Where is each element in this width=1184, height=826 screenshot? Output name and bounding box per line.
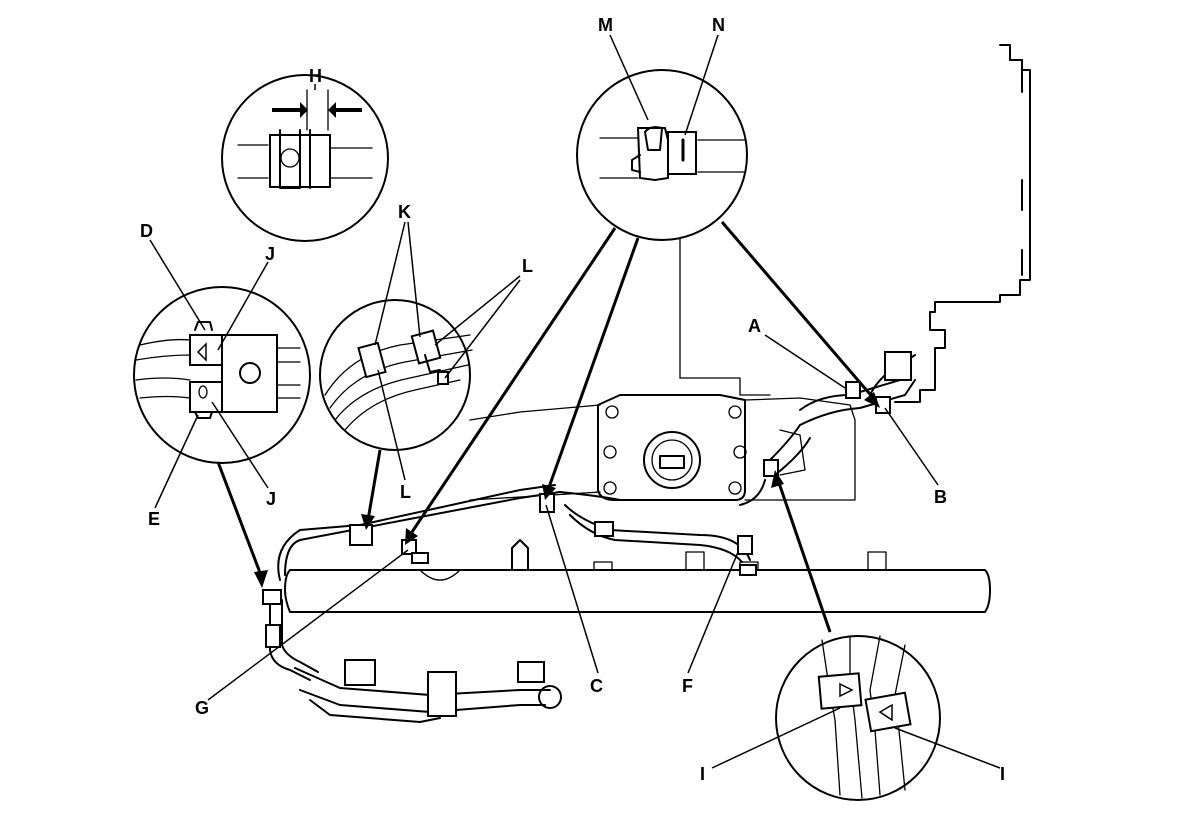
callout-labels: H M N D J E J K L L A B C F G I I: [140, 15, 1005, 784]
label-c: C: [590, 676, 603, 696]
label-m: M: [598, 15, 613, 35]
label-h: H: [309, 66, 322, 86]
label-e: E: [148, 509, 160, 529]
label-b: B: [934, 487, 947, 507]
label-g: G: [195, 698, 209, 718]
label-j-bottom: J: [266, 489, 276, 509]
label-l-top: L: [522, 256, 533, 276]
label-j-top: J: [265, 244, 275, 264]
label-l-bottom: L: [400, 482, 411, 502]
detail-circle-mn: [576, 69, 748, 241]
hose-clip-A: [845, 381, 861, 399]
label-f: F: [682, 676, 693, 696]
engine-outline: [284, 44, 1031, 613]
detail-circle-h: [221, 74, 389, 242]
label-i-right: I: [1000, 764, 1005, 784]
hose-routing: [262, 351, 916, 723]
detail-arrows: [216, 221, 880, 633]
label-i-left: I: [700, 764, 705, 784]
detail-circle-kl: [319, 299, 473, 451]
leader-lines: [149, 34, 1001, 769]
label-a: A: [748, 316, 761, 336]
detail-circle-i: [775, 635, 941, 801]
detail-circle-dej: [133, 286, 311, 464]
label-n: N: [712, 15, 725, 35]
label-d: D: [140, 221, 153, 241]
label-k: K: [398, 202, 411, 222]
